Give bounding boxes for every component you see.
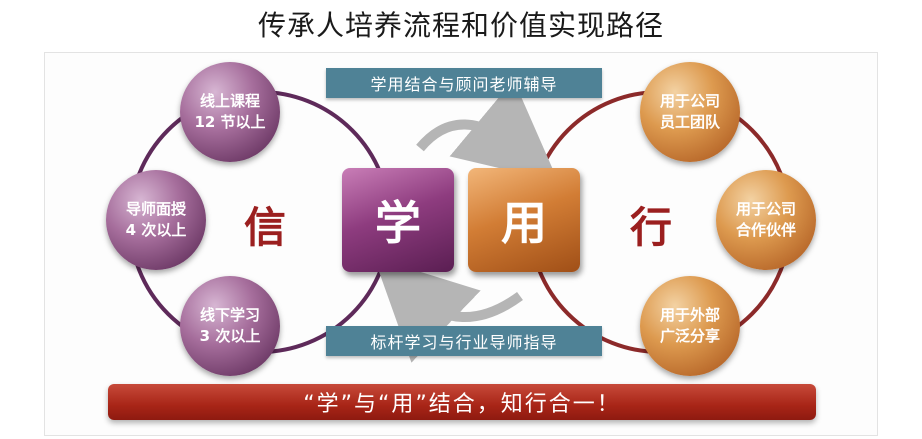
node-line: 12 节以上	[194, 113, 266, 131]
node-line: 用于公司	[735, 200, 796, 218]
node-line: 员工团队	[659, 113, 720, 131]
node-company-staff: 用于公司员工团队	[640, 62, 740, 162]
node-line: 合作伙伴	[735, 221, 796, 239]
node-line: 广泛分享	[659, 327, 720, 345]
node-mentor-sessions: 导师面授 4 次以上	[106, 170, 206, 270]
node-offline-learning: 线下学习 3 次以上	[180, 276, 280, 376]
node-line: 线下学习	[199, 306, 260, 324]
faith-character: 信	[244, 203, 287, 252]
use-box: 用	[468, 168, 580, 272]
node-line: 用于公司	[659, 92, 720, 110]
node-external-sharing: 用于外部广泛分享	[640, 276, 740, 376]
bottom-cycle-arrow-icon	[373, 257, 523, 363]
node-line: 用于外部	[659, 306, 720, 324]
node-line: 3 次以上	[199, 327, 261, 345]
node-company-partners: 用于公司合作伙伴	[716, 170, 816, 270]
action-character: 行	[630, 203, 673, 252]
slogan-bar: “学”与“用”结合，知行合一！	[108, 384, 816, 420]
page-title: 传承人培养流程和价值实现路径	[257, 9, 664, 42]
node-line: 线上课程	[199, 92, 260, 110]
node-line: 4 次以上	[125, 221, 187, 239]
learn-box: 学	[342, 168, 454, 272]
node-line: 导师面授	[125, 200, 186, 218]
node-online-courses: 线上课程 12 节以上	[180, 62, 280, 162]
top-cycle-arrow-icon	[416, 79, 559, 182]
bottom-banner: 标杆学习与行业导师指导	[326, 326, 602, 356]
top-banner: 学用结合与顾问老师辅导	[326, 68, 602, 98]
